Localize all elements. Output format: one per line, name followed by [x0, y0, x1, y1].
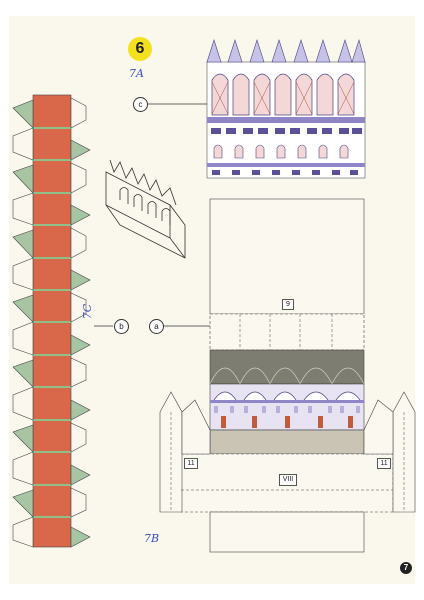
facade-7a — [206, 38, 366, 179]
fold-label-9: 9 — [282, 299, 294, 310]
callout-a: a — [149, 319, 164, 334]
callout-c: c — [133, 97, 148, 112]
tab-label-left: 11 — [184, 458, 198, 469]
callout-b: b — [114, 319, 129, 334]
tab-label-right: 11 — [377, 458, 391, 469]
step-number-badge: 6 — [128, 37, 152, 61]
handwritten-label-7a: 7A — [129, 67, 144, 80]
page-number: 7 — [400, 562, 412, 574]
assembly-sketch — [105, 159, 186, 259]
left-strip — [12, 94, 91, 548]
main-cutout — [159, 198, 416, 553]
base-label: VIII — [279, 474, 297, 486]
handwritten-label-7b: 7B — [144, 532, 160, 545]
handwritten-label-7c: 7C — [81, 303, 95, 320]
